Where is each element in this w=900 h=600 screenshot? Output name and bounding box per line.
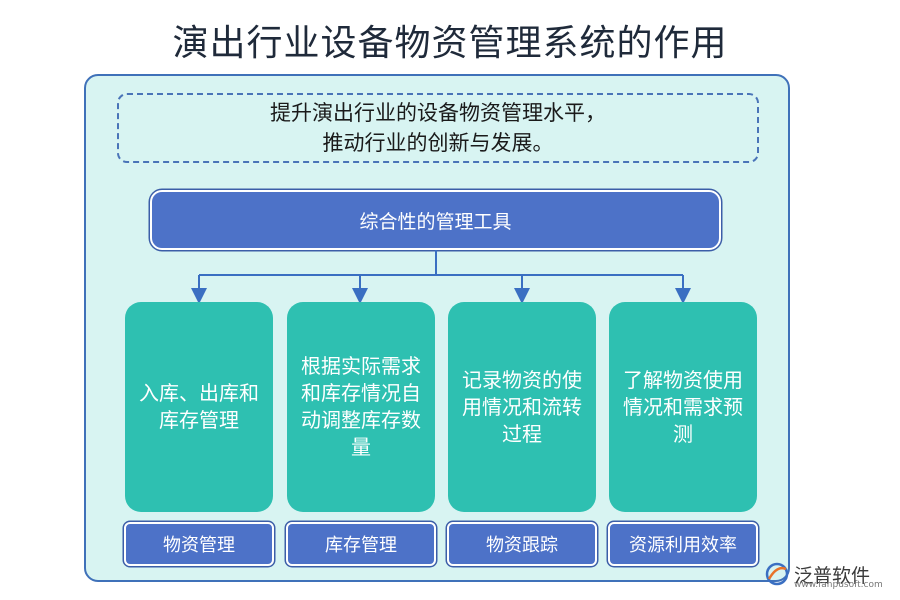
- page-title: 演出行业设备物资管理系统的作用: [172, 23, 728, 64]
- function-card-4: 了解物资使用情况和需求预测: [609, 302, 757, 512]
- function-label-1: 物资管理: [124, 522, 274, 566]
- function-label-3: 物资跟踪: [447, 522, 597, 566]
- logo-url: www.fanpusoft.com: [794, 580, 883, 590]
- goal-line-1: 提升演出行业的设备物资管理水平，: [270, 101, 606, 125]
- brand-logo: 泛普软件 www.fanpusoft.com: [764, 552, 894, 596]
- goal-line-2: 推动行业的创新与发展。: [322, 131, 554, 155]
- management-tool-box: 综合性的管理工具: [150, 190, 721, 250]
- logo-name: 泛普软件: [794, 564, 871, 587]
- function-label-4: 资源利用效率: [608, 522, 758, 566]
- function-card-2: 根据实际需求和库存情况自动调整库存数量: [287, 302, 435, 512]
- goal-box: 提升演出行业的设备物资管理水平， 推动行业的创新与发展。: [117, 93, 759, 163]
- logo-icon: [765, 562, 789, 586]
- function-card-1: 入库、出库和库存管理: [125, 302, 273, 512]
- function-card-3: 记录物资的使用情况和流转过程: [448, 302, 596, 512]
- function-label-2: 库存管理: [286, 522, 436, 566]
